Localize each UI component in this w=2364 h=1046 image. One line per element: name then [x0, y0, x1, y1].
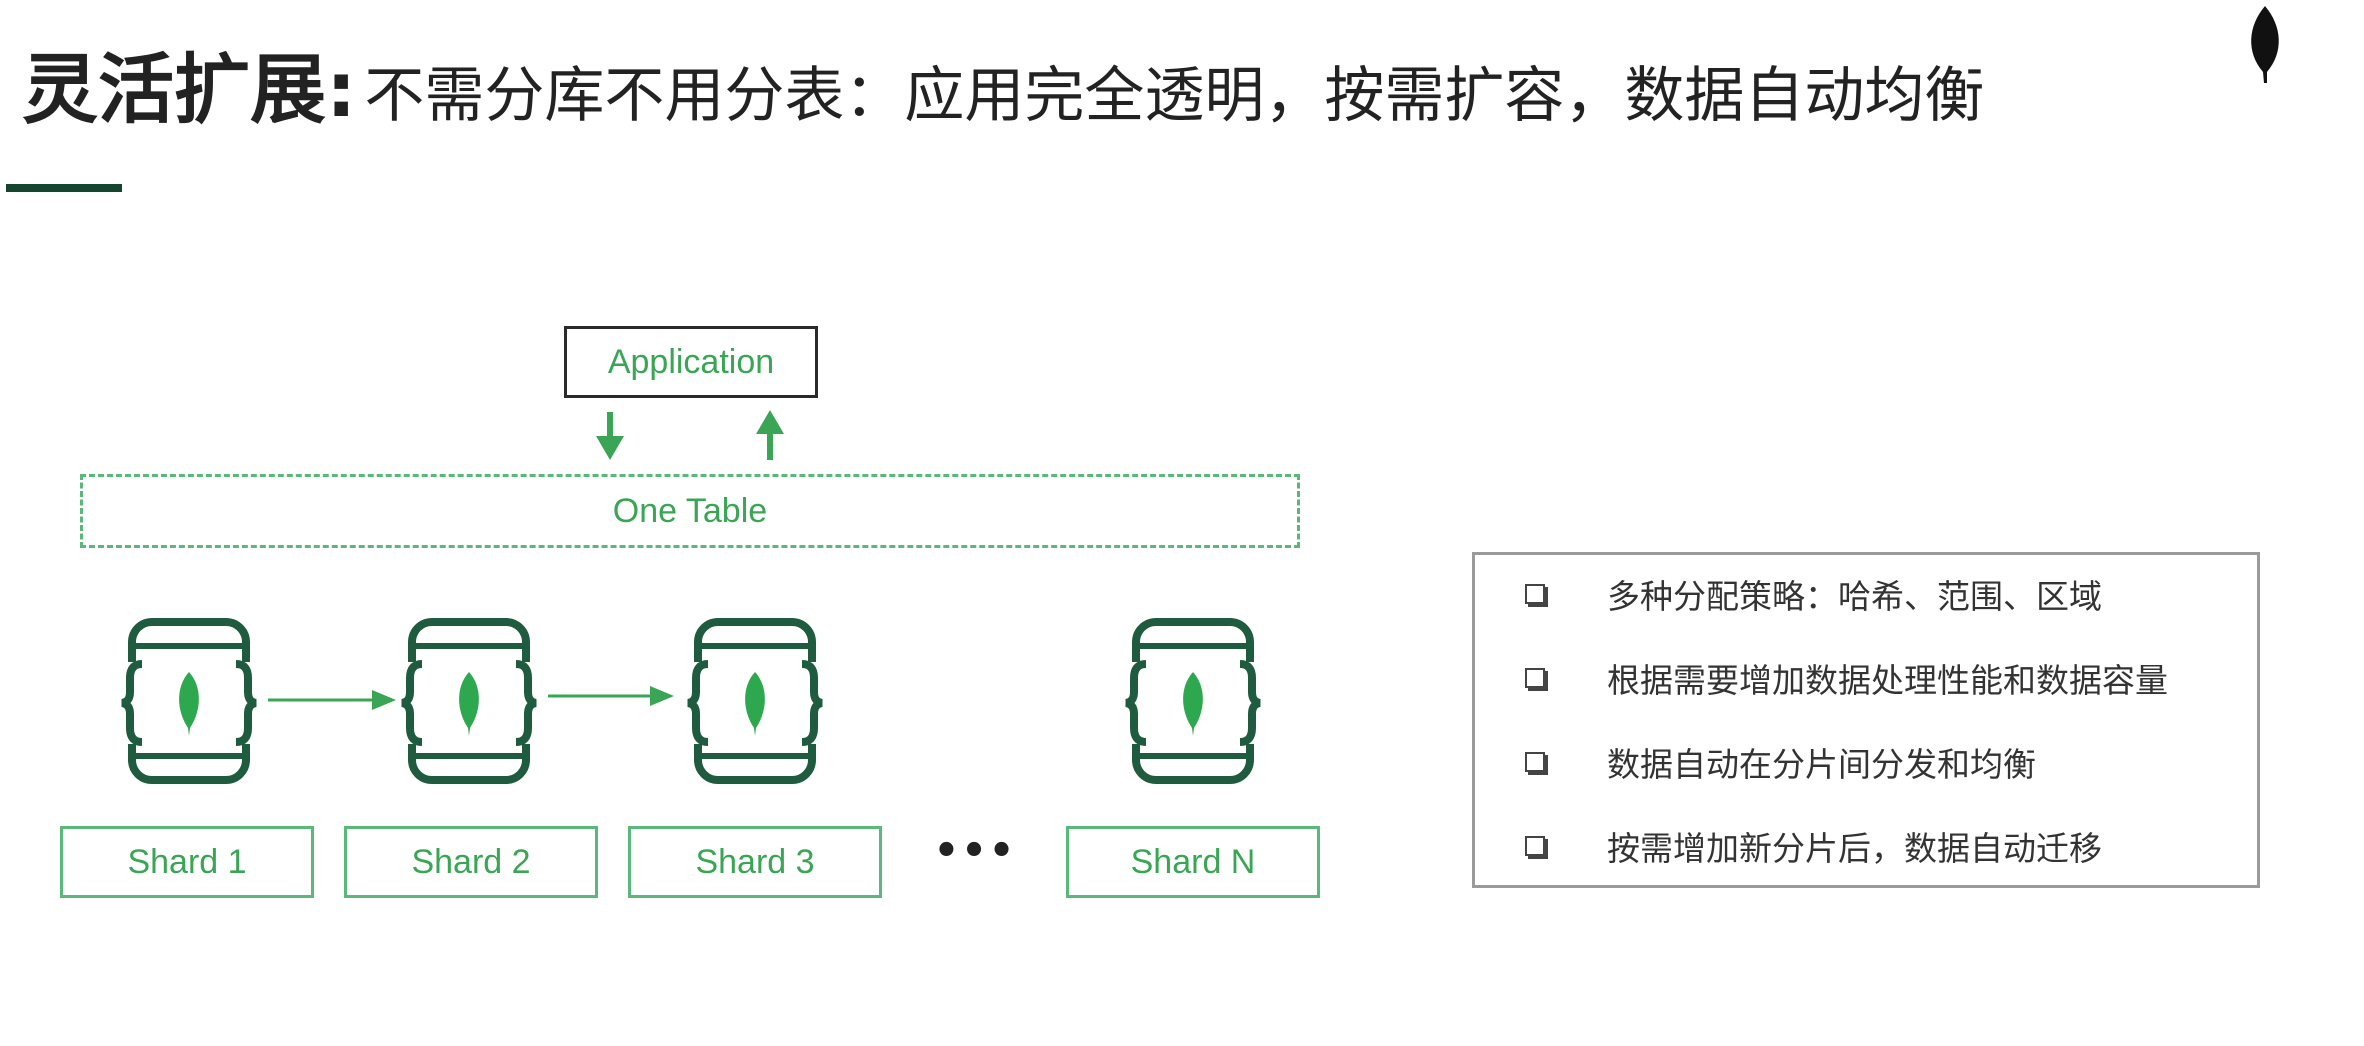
feature-item: 按需增加新分片后，数据自动迁移 [1525, 821, 2102, 871]
mongodb-leaf-icon [2251, 6, 2279, 83]
arrow-up-icon [756, 410, 784, 460]
one-table-label: One Table [612, 491, 768, 530]
shard-1-label-box: Shard 1 [60, 826, 314, 898]
one-table-box: One Table [80, 474, 1300, 548]
shard-n-database-icon [1124, 618, 1262, 784]
feature-text: 按需增加新分片后，数据自动迁移 [1607, 829, 2102, 868]
feature-list-box: 多种分配策略：哈希、范围、区域 根据需要增加数据处理性能和数据容量 数据自动在分… [1472, 552, 2260, 888]
feature-item: 数据自动在分片间分发和均衡 [1525, 737, 2036, 787]
shard-n-label: Shard N [1130, 842, 1256, 881]
feature-item: 多种分配策略：哈希、范围、区域 [1525, 569, 2102, 619]
shard-2-label: Shard 2 [411, 842, 531, 881]
application-box: Application [564, 326, 818, 398]
shard-1-label: Shard 1 [127, 842, 247, 881]
checkbox-icon [1525, 584, 1545, 604]
ellipsis: ••• [933, 828, 1017, 874]
shard-2-to-3-arrow-icon [548, 686, 674, 706]
shard-n-label-box: Shard N [1066, 826, 1320, 898]
feature-text: 根据需要增加数据处理性能和数据容量 [1607, 661, 2168, 700]
title-bold-text: 灵活扩展: [22, 45, 357, 134]
checkbox-icon [1525, 836, 1545, 856]
shard-3-database-icon [686, 618, 824, 784]
arrow-down-icon [596, 412, 624, 460]
feature-text: 多种分配策略：哈希、范围、区域 [1607, 577, 2102, 616]
shard-3-label: Shard 3 [695, 842, 815, 881]
shard-1-to-2-arrow-icon [268, 690, 396, 710]
title-subtitle-text: 不需分库不用分表：应用完全透明，按需扩容，数据自动均衡 [364, 61, 1985, 131]
feature-item: 根据需要增加数据处理性能和数据容量 [1525, 653, 2168, 703]
shard-3-label-box: Shard 3 [628, 826, 882, 898]
shard-2-label-box: Shard 2 [344, 826, 598, 898]
shard-1-database-icon [120, 618, 258, 784]
feature-text: 数据自动在分片间分发和均衡 [1607, 745, 2036, 784]
title-underline [6, 184, 122, 192]
application-label: Application [607, 342, 775, 381]
shard-2-database-icon [400, 618, 538, 784]
checkbox-icon [1525, 752, 1545, 772]
checkbox-icon [1525, 668, 1545, 688]
slide-title: 灵活扩展: 不需分库不用分表：应用完全透明，按需扩容，数据自动均衡 [22, 28, 1984, 134]
